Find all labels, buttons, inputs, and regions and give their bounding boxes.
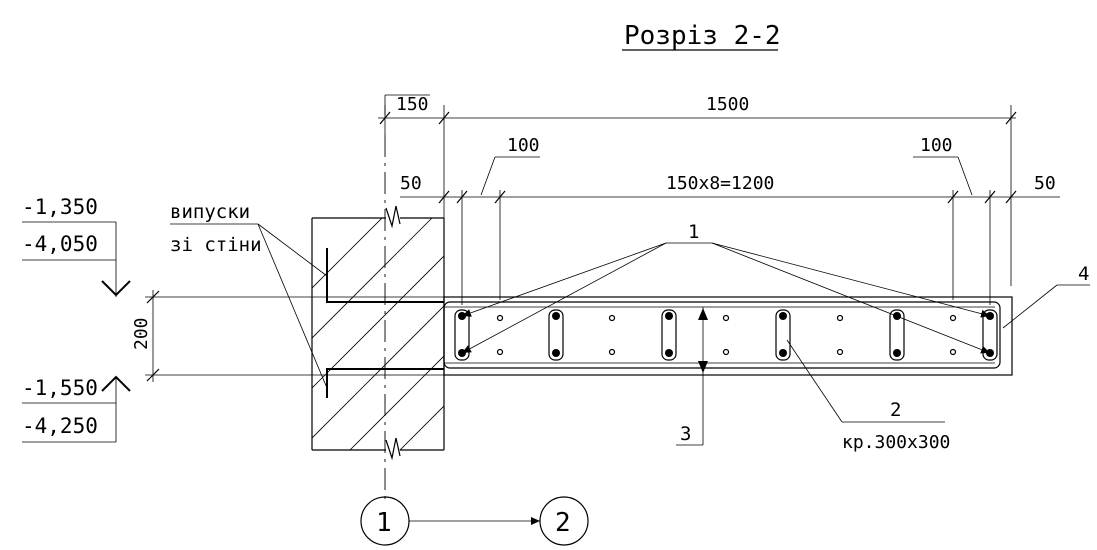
callout-4: 4 (1002, 263, 1090, 329)
axis-2-label: 2 (555, 508, 571, 538)
elevation-top: -1,350 -4,050 (22, 195, 131, 297)
section-title: Розріз 2-2 (624, 21, 781, 51)
dimension-top: 150 1500 (378, 94, 1017, 286)
wall-note-line-2: зі стіни (170, 234, 262, 256)
callout-1: 1 (461, 221, 991, 354)
wall (311, 205, 445, 461)
callout-3: 3 (676, 307, 708, 446)
elev-top-1: -1,350 (22, 195, 98, 219)
dim-200: 200 (131, 317, 152, 350)
dim-50-left: 50 (400, 173, 422, 194)
slab (443, 296, 1013, 376)
dimension-height: 200 (131, 290, 444, 382)
pos-3-label: 3 (680, 423, 691, 445)
wall-note-line-1: випуски (170, 201, 250, 223)
elevation-bottom: -1,550 -4,250 (22, 375, 131, 443)
reinforcement-frames (454, 309, 998, 361)
dim-100-left: 100 (507, 135, 540, 156)
pos-1-label: 1 (688, 221, 699, 243)
dim-150: 150 (396, 94, 429, 115)
dim-1500: 1500 (706, 94, 749, 115)
dimension-second: 50 50 150x8=1200 100 100 (400, 135, 1060, 305)
axis-markers: 1 2 (360, 496, 589, 546)
rebar-small-dots (496, 314, 957, 356)
elev-bottom-2: -4,250 (22, 414, 98, 438)
pos-2-note: кр.300х300 (842, 432, 950, 453)
wall-hatching (312, 218, 444, 450)
rebar-dots (458, 312, 994, 357)
dim-spacing: 150x8=1200 (666, 173, 774, 194)
dim-50-right: 50 (1034, 173, 1056, 194)
pos-4-label: 4 (1078, 263, 1089, 285)
elev-bottom-1: -1,550 (22, 376, 98, 400)
callout-2: 2 кр.300х300 (786, 339, 950, 453)
pos-2-label: 2 (890, 399, 901, 421)
elev-top-2: -4,050 (22, 232, 98, 256)
dim-100-right: 100 (920, 135, 953, 156)
axis-1-label: 1 (376, 508, 392, 538)
wall-note: випуски зі стіни (170, 201, 328, 389)
